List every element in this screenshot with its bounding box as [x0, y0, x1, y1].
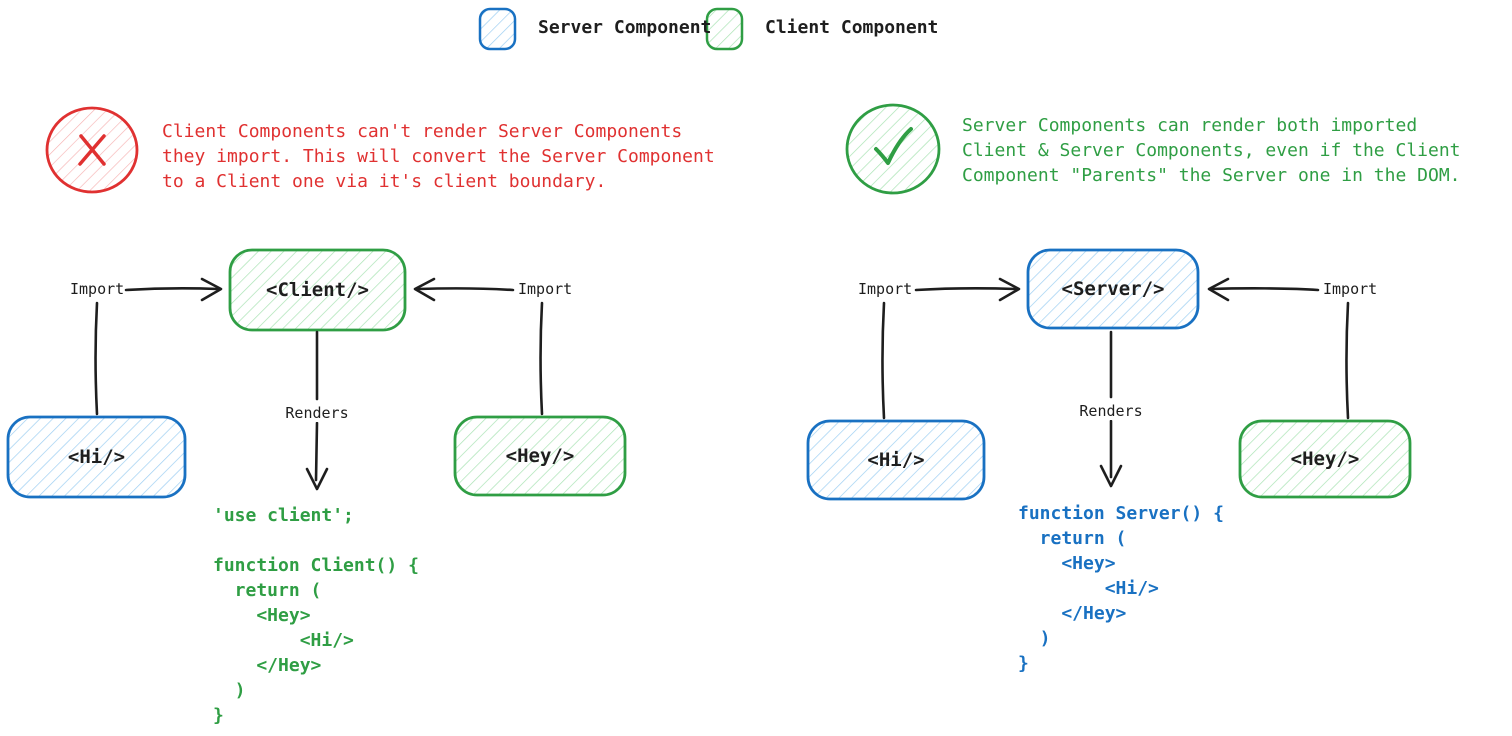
right-hey-box-shape: [1238, 419, 1412, 499]
left-hi-box-label: <Hi/>: [67, 446, 126, 468]
x-icon: [45, 106, 139, 194]
left-hey-connector-line: [539, 301, 544, 416]
left-hi-connector-line: [94, 301, 99, 416]
right-import-left-label: Import: [858, 280, 913, 298]
left-import-left-label: Import: [70, 280, 125, 298]
right-hi-connector-line: [881, 301, 886, 420]
check-icon: [845, 103, 941, 195]
right-renders-arrow: [1099, 330, 1123, 488]
right-hi-box-shape: [806, 419, 986, 501]
left-import-right-arrow: [413, 277, 515, 302]
right-hey-connector-line: [1345, 301, 1350, 420]
right-hey-box-label: <Hey/>: [1290, 448, 1360, 470]
right-import-right-arrow: [1207, 277, 1320, 302]
right-renders-label: Renders: [1051, 402, 1171, 420]
legend-client-label: Client Component: [765, 17, 939, 38]
left-hey-box-shape: [453, 415, 627, 497]
legend-client-swatch-icon: [705, 7, 744, 51]
left-hi-box-shape: [6, 415, 187, 499]
right-server-box-shape: [1026, 248, 1200, 330]
left-verdict-note: Client Components can't render Server Co…: [162, 121, 715, 192]
right-import-right-label: Import: [1323, 280, 1378, 298]
right-verdict-note: Server Components can render both import…: [962, 115, 1461, 186]
legend-server-swatch-icon: [478, 7, 517, 51]
left-client-box-label: <Client/>: [266, 279, 369, 301]
left-hey-box-label: <Hey/>: [505, 445, 575, 467]
left-import-left-arrow: [124, 277, 223, 302]
legend-server-label: Server Component: [538, 17, 712, 38]
right-server-box-label: <Server/>: [1061, 278, 1165, 300]
right-import-left-arrow: [914, 277, 1021, 302]
left-client-box-shape: [228, 248, 407, 332]
left-renders-arrow: [305, 330, 329, 491]
left-code-snippet: 'use client'; function Client() { return…: [213, 505, 419, 726]
left-import-right-label: Import: [518, 280, 573, 298]
right-code-snippet: function Server() { return ( <Hey> <Hi/>…: [1018, 503, 1224, 674]
left-renders-label: Renders: [257, 404, 377, 422]
right-hi-box-label: <Hi/>: [867, 449, 925, 471]
